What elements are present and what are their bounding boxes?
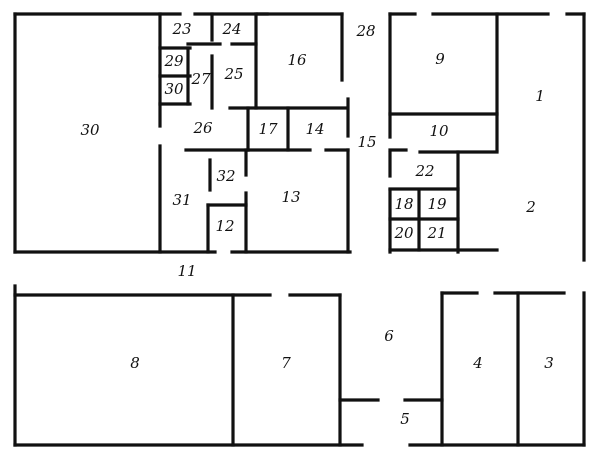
room-label-5: 5 xyxy=(400,410,410,428)
room-label-22: 22 xyxy=(414,162,434,180)
room-label-7: 7 xyxy=(281,354,291,372)
room-label-17: 17 xyxy=(258,120,278,138)
room-label-12: 12 xyxy=(215,217,234,235)
room-label-16: 16 xyxy=(287,51,307,69)
room-label-20: 20 xyxy=(393,224,414,242)
room-label-15: 15 xyxy=(357,133,376,151)
room-label-30-small: 30 xyxy=(164,80,184,98)
room-label-8: 8 xyxy=(130,354,140,372)
room-labels: 1 2 3 4 5 6 7 8 9 10 11 12 13 14 15 16 1… xyxy=(80,20,553,428)
room-label-32: 32 xyxy=(216,167,235,185)
room-label-24: 24 xyxy=(221,20,241,38)
room-label-30-large: 30 xyxy=(80,121,100,139)
room-label-31: 31 xyxy=(172,191,191,209)
room-label-23: 23 xyxy=(171,20,191,38)
room-label-27: 27 xyxy=(190,70,211,88)
room-label-10: 10 xyxy=(429,122,449,140)
room-label-25: 25 xyxy=(223,65,243,83)
room-label-6: 6 xyxy=(384,327,394,345)
room-label-14: 14 xyxy=(305,120,324,138)
walls xyxy=(13,12,586,447)
room-label-1: 1 xyxy=(535,87,545,105)
room-label-13: 13 xyxy=(281,188,300,206)
room-label-9: 9 xyxy=(435,50,445,68)
room-label-26: 26 xyxy=(192,119,213,137)
room-label-4: 4 xyxy=(472,354,483,372)
room-label-3: 3 xyxy=(544,354,554,372)
room-label-11: 11 xyxy=(177,262,196,280)
room-label-2: 2 xyxy=(525,198,536,216)
room-label-28: 28 xyxy=(355,22,375,40)
room-label-29: 29 xyxy=(163,52,184,70)
room-label-18: 18 xyxy=(394,195,413,213)
room-label-19: 19 xyxy=(427,195,447,213)
room-label-21: 21 xyxy=(426,224,446,242)
